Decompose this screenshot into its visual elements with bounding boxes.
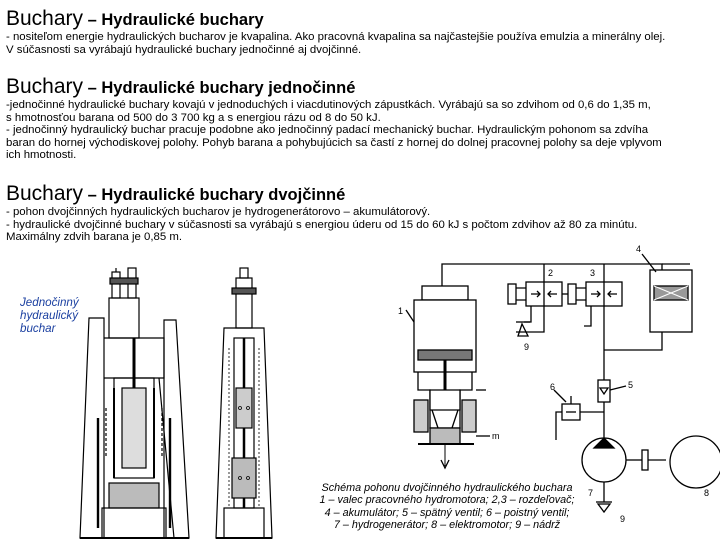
label-2: 2 — [548, 268, 553, 278]
caption-line: 7 – hydrogenerátor; 8 – elektromotor; 9 … — [333, 518, 561, 531]
label-6: 6 — [550, 382, 555, 392]
body-line: -jednočinné hydraulické buchary kovajú v… — [6, 99, 651, 111]
caption-line: hydraulický — [20, 309, 78, 322]
caption-line: Jednočinný — [20, 296, 79, 309]
body-line: - hydraulické dvojčinné buchary v súčasn… — [6, 218, 638, 231]
heading-sub: – Hydraulické buchary jednočinné — [83, 79, 356, 97]
body-line: V súčasnosti sa vyrábajú hydraulické buc… — [6, 43, 362, 56]
section-heading: Buchary – Hydraulické buchary jednočinné — [6, 76, 714, 97]
label-3: 3 — [590, 268, 595, 278]
section-body: -jednočinné hydraulické buchary kovajú v… — [6, 99, 714, 162]
label-7: 7 — [588, 488, 593, 498]
label-8: 8 — [704, 488, 709, 498]
schematic-caption: Schéma pohonu dvojčinného hydraulického … — [302, 482, 592, 531]
heading-sub: – Hydraulické buchary — [83, 11, 264, 29]
body-line: Maximálny zdvih barana je 0,85 m. — [6, 231, 183, 244]
label-1: 1 — [398, 306, 403, 316]
hammer-drawing — [79, 267, 273, 539]
body-line: - nositeľom energie hydraulických buchar… — [6, 31, 666, 43]
hydraulic-schematic: 1 2 3 4 5 6 7 8 9 9 m — [398, 244, 720, 524]
section-body: - pohon dvojčinných hydraulických buchar… — [6, 206, 714, 244]
body-line: - jednočinný hydraulický buchar pracuje … — [6, 124, 649, 137]
label-4: 4 — [636, 244, 641, 254]
label-9-lower: 9 — [620, 514, 625, 524]
hammer-caption: Jednočinný hydraulický buchar — [20, 296, 79, 335]
caption-line: Schéma pohonu dvojčinného hydraulického … — [321, 482, 573, 494]
section-heading: Buchary – Hydraulické buchary dvojčinné — [6, 183, 714, 204]
heading-main: Buchary — [6, 75, 84, 98]
body-line: s hmotnosťou barana od 500 do 3 700 kg a… — [6, 111, 381, 124]
section-single-acting: Buchary – Hydraulické buchary jednočinné… — [6, 76, 714, 162]
heading-sub: – Hydraulické buchary dvojčinné — [83, 186, 346, 204]
caption-line: 4 – akumulátor; 5 – spätný ventil; 6 – p… — [324, 506, 570, 519]
section-hydraulic-hammers: Buchary – Hydraulické buchary - nositeľo… — [6, 8, 714, 56]
section-double-acting: Buchary – Hydraulické buchary dvojčinné … — [6, 183, 714, 244]
caption-line: buchar — [20, 322, 56, 335]
body-line: baran do hornej východiskovej polohy. Po… — [6, 136, 662, 149]
heading-main: Buchary — [6, 7, 84, 30]
heading-main: Buchary — [6, 182, 84, 205]
label-5: 5 — [628, 380, 633, 390]
body-line: - pohon dvojčinných hydraulických buchar… — [6, 206, 431, 218]
caption-line: 1 – valec pracovného hydromotora; 2,3 – … — [319, 494, 575, 507]
label-m: m — [492, 431, 500, 441]
section-body: - nositeľom energie hydraulických buchar… — [6, 31, 714, 56]
body-line: ich hmotnosti. — [6, 149, 77, 162]
label-9-upper: 9 — [524, 342, 529, 352]
section-heading: Buchary – Hydraulické buchary — [6, 8, 714, 29]
